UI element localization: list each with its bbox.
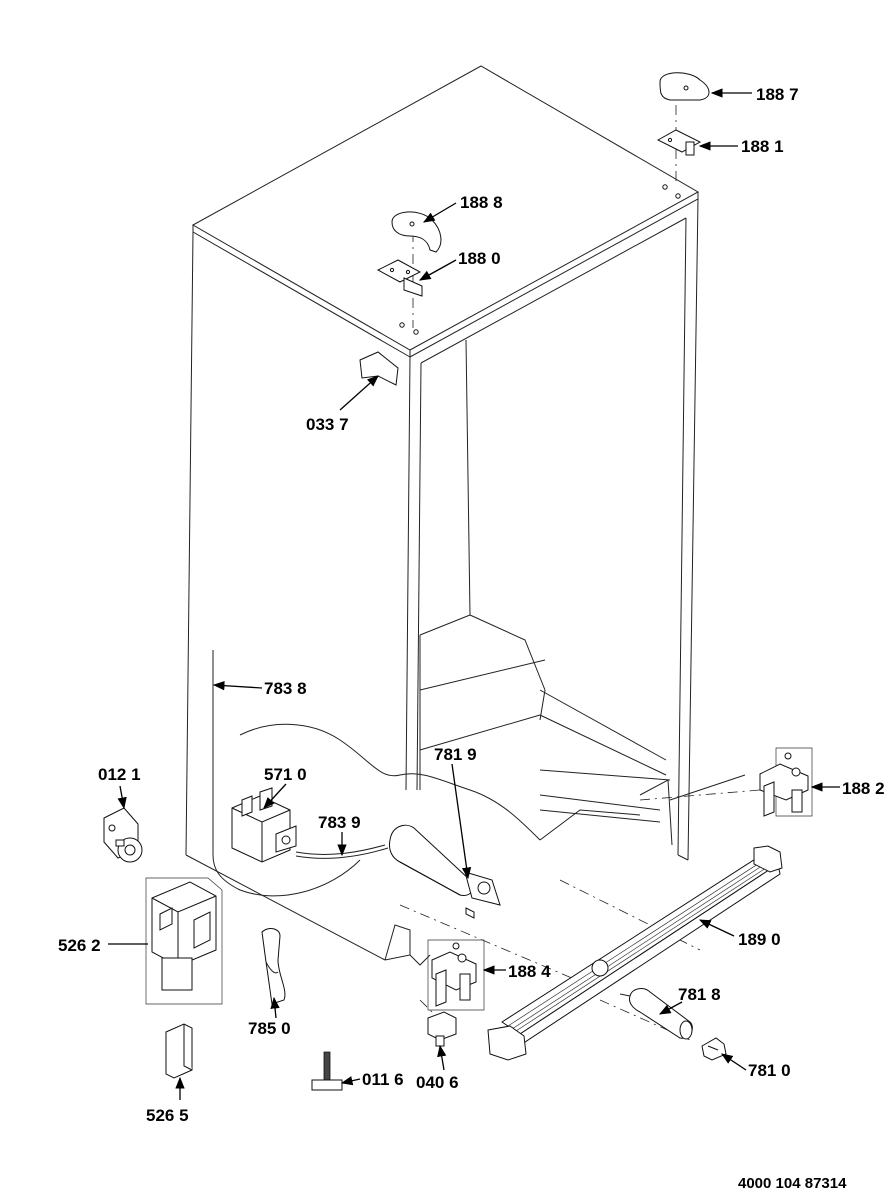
label-783-8: 783 8 [264,679,307,698]
leader-lines [108,88,840,1100]
document-number: 4000 104 87314 [738,1175,847,1192]
top-hinge-icon [656,129,702,156]
label-571-0: 571 0 [264,765,307,784]
label-188-2: 188 2 [842,779,885,798]
label-188-1: 188 1 [741,137,784,156]
base-grille-icon [487,845,783,1061]
label-188-7: 188 7 [756,85,799,104]
part-labels: 188 7 188 1 188 8 188 0 033 7 783 8 012 … [58,85,885,1192]
label-189-0: 189 0 [738,930,781,949]
label-781-9: 781 9 [434,745,477,764]
label-526-5: 526 5 [146,1106,189,1125]
label-040-6: 040 6 [416,1073,459,1092]
bracket-icon [427,1011,457,1047]
control-box-group [145,877,223,1005]
label-781-0: 781 0 [748,1061,791,1080]
label-sticker-icon [359,351,399,386]
filter-cap-icon [701,1037,727,1061]
drain-hose-icon [261,928,286,1005]
screw-icon [311,1051,343,1091]
label-781-8: 781 8 [678,985,721,1004]
label-033-7: 033 7 [306,415,349,434]
water-valve-icon [231,787,297,863]
label-785-0: 785 0 [248,1019,291,1038]
lower-hinge-group [427,939,485,1011]
middle-hinge-icon [376,259,423,297]
label-188-4: 188 4 [508,962,551,981]
refrigerator-cabinet [185,65,746,966]
label-011-6: 011 6 [362,1070,404,1089]
roller-wheel-icon [103,807,143,863]
label-188-0: 188 0 [458,249,501,268]
right-hinge-group [759,747,813,817]
filter-housing-icon [389,824,501,919]
hinge-cover-middle-icon [391,211,442,253]
control-cover-icon [165,1023,193,1079]
label-526-2: 526 2 [58,936,101,955]
label-188-8: 188 8 [460,193,503,212]
wire-rod-icon [212,650,361,897]
hinge-cover-top-icon [659,72,710,101]
label-012-1: 012 1 [98,765,141,784]
label-783-9: 783 9 [318,813,361,832]
